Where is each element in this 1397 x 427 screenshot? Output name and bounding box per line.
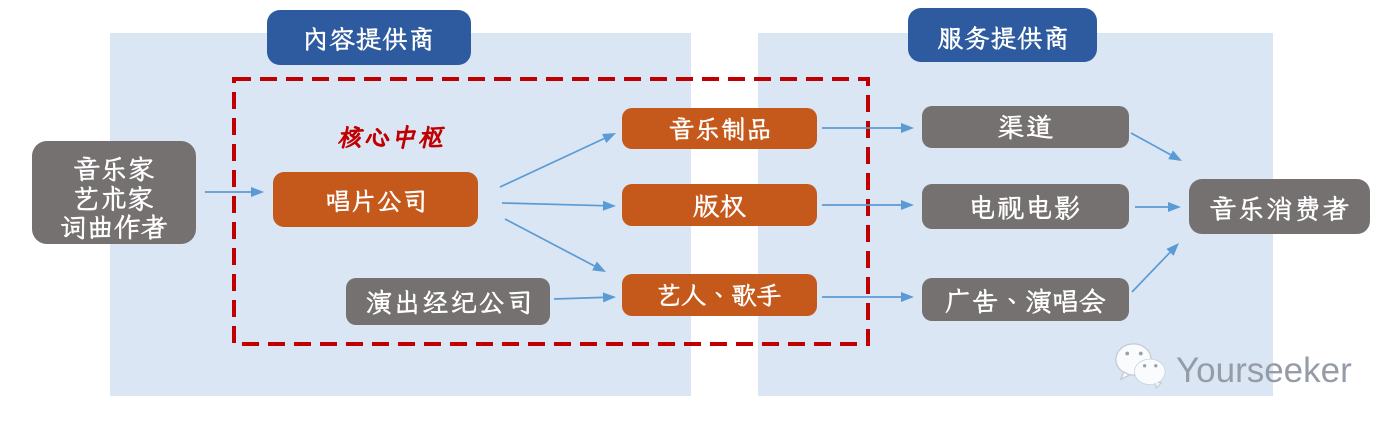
svg-text:Yourseeker: Yourseeker xyxy=(1176,351,1352,390)
